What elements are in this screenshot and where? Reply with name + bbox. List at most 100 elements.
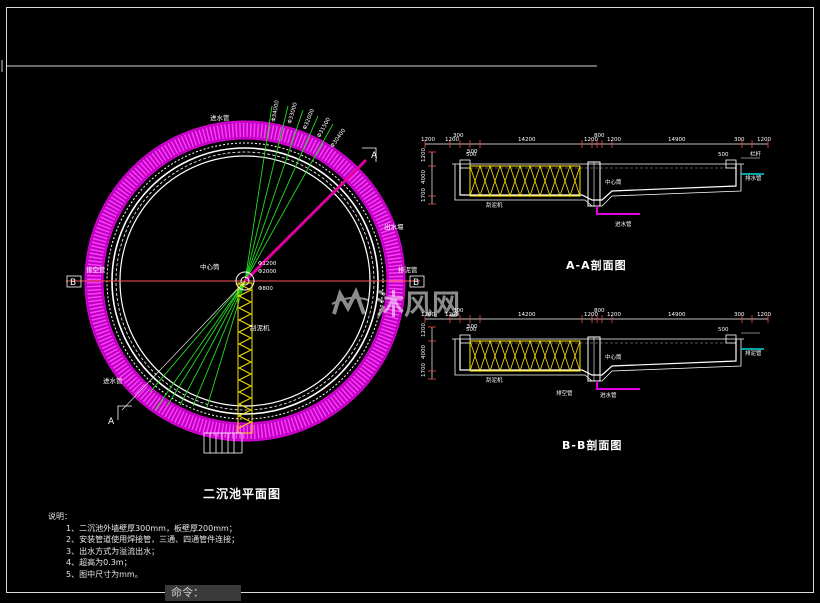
dim-text: 1200 [445, 137, 459, 143]
label-bridge: 刮泥机 [486, 201, 503, 209]
notes-heading: 说明： [48, 512, 72, 521]
launder-right [725, 159, 737, 169]
dim-text: 14200 [518, 137, 536, 143]
inlet-pipe-section [596, 206, 640, 215]
section-b-box-left [66, 275, 82, 288]
dim-text: 1200 [421, 312, 435, 318]
note-item: 4、超高为0.3m； [66, 558, 132, 568]
label-center-dim-3: Φ800 [258, 286, 273, 292]
access-stairs [203, 432, 243, 454]
dim-text: 300 [734, 137, 745, 143]
label-section-b-right: B [413, 278, 419, 288]
label-section-a-top: A [371, 151, 378, 161]
dim-500-left: 500 [466, 327, 477, 333]
dim-500-right: 500 [718, 152, 729, 158]
scraper-truss-web-2 [469, 339, 581, 373]
dim-text: 300 [453, 308, 464, 314]
scraper-truss [469, 165, 581, 197]
label-bridge: 刮泥机 [250, 323, 270, 332]
label-inlet-top: 进水管 [210, 113, 230, 122]
inlet-pipe-line [243, 158, 368, 283]
label-inlet-bottom: 进水管 [103, 376, 123, 385]
note-item: 3、出水方式为溢流出水； [66, 546, 160, 556]
dim-500-right: 500 [718, 327, 729, 333]
watermark-logo-icon [331, 286, 369, 315]
scraper-truss-web-2 [469, 164, 581, 198]
dim-text: 1200 [607, 137, 621, 143]
dim-text: 1200 [445, 312, 459, 318]
label-outlet-left: 排空管 [86, 265, 106, 274]
label-section-b-left: B [70, 278, 76, 288]
diameter-leaders [149, 105, 334, 411]
label-outlet: 排水管 [745, 174, 762, 182]
dim-text: 1200 [421, 137, 435, 143]
section-b-box-right [409, 275, 425, 288]
dim-text: 1200 [607, 312, 621, 318]
dim-text-vertical: 1200 [421, 323, 427, 337]
label-rail: 栏杆 [750, 150, 762, 158]
label-drain: 排空管 [556, 389, 573, 397]
dim-text: 1200 [757, 137, 771, 143]
label-diameter-1: Φ34000 [271, 99, 281, 122]
label-outlet-right: 排泥管 [398, 265, 418, 274]
note-item: 5、图中尺寸为mm。 [66, 569, 143, 579]
section-bb-title: B-B剖面图 [562, 439, 623, 452]
scraper-bridge [237, 282, 253, 434]
dim-text: 1200 [584, 312, 598, 318]
watermark-text: 沐风网 [376, 288, 461, 321]
dim-text: 1200 [757, 312, 771, 318]
dim-text: 300 [734, 312, 745, 318]
watermark: 沐风网 [330, 283, 460, 323]
dim-text: 800 [594, 133, 605, 139]
label-section-a-bottom: A [108, 417, 115, 427]
label-diameter-4: Φ31500 [316, 116, 332, 139]
dim-text: 14900 [668, 312, 686, 318]
dim-text: 500 [467, 324, 478, 330]
tank-plan: 进水管 进水管 中心筒 排空管 排泥管 刮泥机 出水堰 A A B B Φ120… [66, 99, 425, 454]
label-diameter-5: Φ30400 [330, 127, 348, 149]
label-weir: 出水堰 [384, 222, 404, 231]
dim-500-left: 500 [466, 152, 477, 158]
dim-text: 14200 [518, 312, 536, 318]
section-aa-title: A-A剖面图 [566, 259, 627, 272]
label-center-dim-2: Φ2000 [258, 269, 277, 275]
label-sludge: 排泥管 [745, 349, 762, 357]
dim-text-vertical: 4000 [421, 345, 427, 359]
inlet-pipe-section [596, 381, 640, 390]
design-notes: 说明： 1、二沉池外墙壁厚300mm，板壁厚200mm； 2、安装管道使用焊接管… [48, 511, 239, 581]
label-diameter-2: Φ33000 [287, 101, 299, 124]
label-inlet: 进水管 [600, 391, 617, 399]
section-a-marker-bottom [117, 405, 132, 420]
section-line-a [121, 280, 246, 411]
dim-text: 14900 [668, 137, 686, 143]
label-center: 中心筒 [200, 262, 220, 271]
dim-text-vertical: 4000 [421, 170, 427, 184]
dim-text: 1200 [584, 137, 598, 143]
label-inlet: 进水管 [615, 220, 632, 228]
launder-left [459, 159, 471, 169]
note-item: 2、安装管道使用焊接管，三通、四通管件连接； [66, 535, 240, 545]
center-column-inner [240, 276, 250, 286]
launder-right [725, 334, 737, 344]
label-diameter-3: Φ32000 [302, 108, 316, 131]
label-center-dim-1: Φ1200 [258, 261, 277, 267]
center-column [235, 271, 255, 291]
label-bridge: 刮泥机 [486, 376, 503, 384]
dim-text-vertical: 1700 [421, 188, 427, 202]
dim-text: 500 [467, 149, 478, 155]
dim-text: 800 [594, 308, 605, 314]
command-line[interactable]: 命令： [165, 585, 241, 601]
plan-title: 二沉池平面图 [203, 487, 282, 501]
scraper-truss [469, 340, 581, 372]
launder-left [459, 334, 471, 344]
drawing-frame [6, 7, 814, 593]
label-center: 中心筒 [605, 353, 622, 361]
note-item: 1、二沉池外墙壁厚300mm，板壁厚200mm； [66, 523, 237, 533]
dim-text-vertical: 1200 [421, 148, 427, 162]
label-center: 中心筒 [605, 178, 622, 186]
dim-text: 300 [453, 133, 464, 139]
